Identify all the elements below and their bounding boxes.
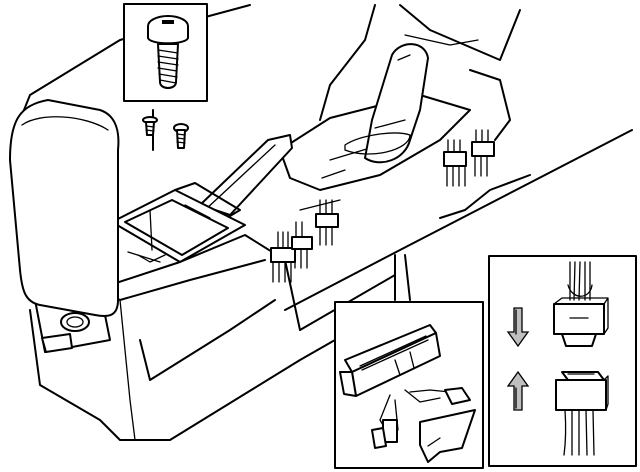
connector-separation-callout — [488, 255, 637, 467]
armrest — [9, 99, 120, 318]
wire-connectors — [270, 129, 495, 283]
lower-connector-plug-icon — [555, 371, 609, 456]
upper-connector-plug-icon — [553, 261, 609, 347]
console-body — [19, 4, 633, 441]
screw-icon — [147, 15, 189, 89]
connector-group-middle — [299, 199, 341, 246]
separation-callout-frame — [488, 255, 637, 467]
connector-block-icon — [339, 324, 441, 397]
connector-group-left — [270, 221, 313, 283]
connector-detail-callout — [334, 301, 484, 469]
small-screws — [142, 109, 189, 151]
harness-icon — [371, 387, 476, 463]
callout-leader-right — [404, 254, 411, 301]
small-screw-right — [173, 123, 189, 149]
connector-group-right — [443, 129, 495, 187]
screw-detail-callout — [123, 3, 208, 102]
small-screw-left — [142, 116, 158, 136]
arrow-down-icon — [506, 307, 530, 348]
arrow-up-icon — [506, 370, 530, 411]
